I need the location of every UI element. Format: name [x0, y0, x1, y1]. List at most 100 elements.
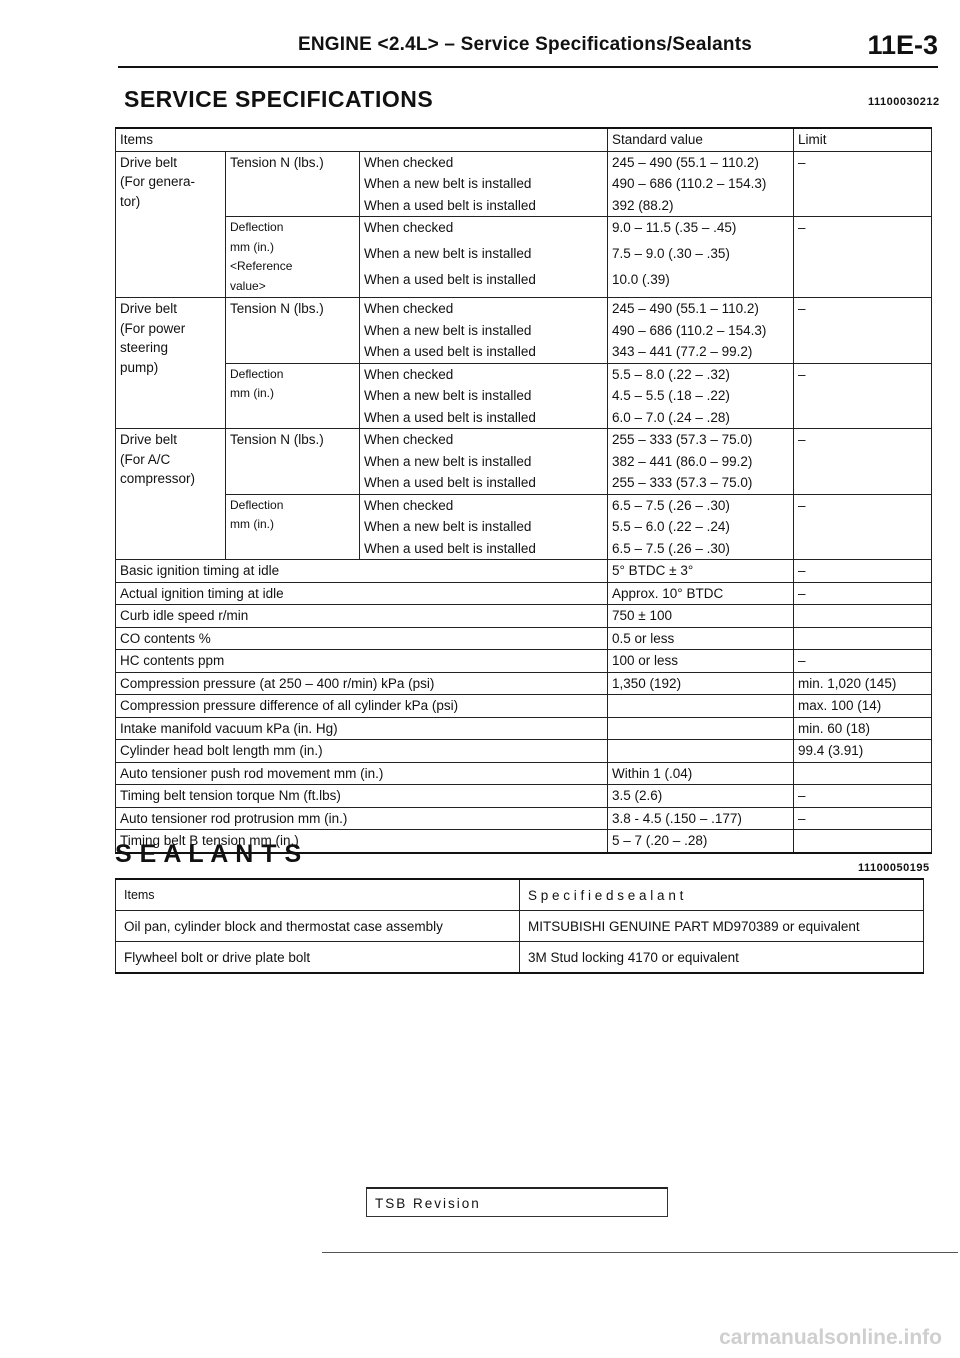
limit-value [793, 242, 933, 269]
spec-row: Auto tensioner rod protrusion mm (in.)3.… [114, 807, 933, 830]
condition: When checked [358, 428, 609, 451]
condition: When checked [358, 494, 609, 516]
limit-value: – [793, 494, 933, 516]
group-label-line: tor) [120, 193, 141, 209]
limit-value [793, 194, 933, 217]
condition: When a used belt is installed [358, 194, 609, 217]
spec-item: Auto tensioner push rod movement mm (in.… [114, 762, 609, 785]
condition [358, 294, 609, 299]
standard-value [607, 717, 795, 740]
condition: When a used belt is installed [358, 472, 609, 495]
spec-item: CO contents % [114, 627, 609, 650]
limit-value [793, 516, 933, 538]
standard-value: 10.0 (.39) [607, 268, 795, 295]
condition: When checked [358, 151, 609, 173]
condition: When a new belt is installed [358, 516, 609, 538]
col-limit: Limit [793, 127, 933, 152]
standard-value: 245 – 490 (55.1 – 110.2) [607, 151, 795, 173]
limit-value: min. 1,020 (145) [793, 672, 933, 695]
limit-value: – [793, 428, 933, 451]
condition: When a used belt is installed [358, 268, 609, 295]
sealant-item: Flywheel bolt or drive plate bolt [115, 941, 520, 974]
sealant-spec: MITSUBISHI GENUINE PART MD970389 or equi… [519, 910, 924, 942]
standard-value: 3.5 (2.6) [607, 784, 795, 808]
standard-value [607, 694, 795, 718]
limit-value [793, 268, 933, 295]
limit-value [793, 385, 933, 407]
condition: When checked [358, 363, 609, 385]
sealant-spec: 3M Stud locking 4170 or equivalent [519, 941, 924, 974]
param-label-line: Tension N (lbs.) [230, 154, 324, 170]
condition: When a used belt is installed [358, 537, 609, 560]
standard-value: 255 – 333 (57.3 – 75.0) [607, 428, 795, 451]
sealants-doc-code: 11100050195 [858, 862, 930, 874]
spec-item: Basic ignition timing at idle [114, 559, 609, 583]
spec-row: Intake manifold vacuum kPa (in. Hg)min. … [114, 717, 933, 740]
sealants-title: S E A L A N T S [115, 840, 302, 868]
group-label-line: steering [120, 340, 169, 355]
limit-value: – [793, 297, 933, 320]
spec-item: Compression pressure (at 250 – 400 r/min… [114, 672, 609, 695]
param-label-line: Deflection [230, 366, 284, 381]
sealants-header-row: Items S p e c i f i e d s e a l a n t [115, 878, 924, 911]
sealant-row: Oil pan, cylinder block and thermostat c… [115, 910, 924, 942]
limit-value [793, 294, 933, 299]
group-label-line: (For power [120, 320, 186, 336]
standard-value: 4.5 – 5.5 (.18 – .22) [607, 385, 795, 407]
watermark: carmanualsonline.info [719, 1326, 942, 1349]
param-label: Tension N (lbs.) [225, 151, 360, 217]
standard-value: 100 or less [607, 649, 795, 673]
spec-row: Drive belt(For genera-tor)Tension N (lbs… [115, 151, 933, 298]
group-label-line: pump) [120, 359, 159, 375]
condition: When a new belt is installed [358, 385, 609, 407]
limit-value [793, 319, 933, 341]
standard-value [607, 739, 795, 763]
param-label-line: mm (in.) [230, 239, 274, 254]
spec-row: Compression pressure (at 250 – 400 r/min… [114, 672, 933, 695]
limit-value [793, 627, 933, 650]
spec-item: Cylinder head bolt length mm (in.) [114, 739, 609, 763]
spec-item: Actual ignition timing at idle [114, 582, 609, 605]
group-label-line: (For A/C [120, 451, 171, 467]
limit-value: – [793, 807, 933, 830]
condition: When a used belt is installed [358, 341, 609, 364]
condition: When a new belt is installed [358, 242, 609, 269]
spec-item: HC contents ppm [114, 649, 609, 673]
specifications-doc-code: 11100030212 [868, 96, 940, 108]
standard-value: 382 – 441 (86.0 – 99.2) [607, 450, 795, 472]
sealants-table: Items S p e c i f i e d s e a l a n t Oi… [115, 878, 924, 974]
sealants-col-sealant: S p e c i f i e d s e a l a n t [519, 878, 924, 911]
param-label-line: mm (in.) [230, 386, 274, 400]
standard-value: 5.5 – 8.0 (.22 – .32) [607, 363, 795, 385]
group-label-line: Drive belt [120, 432, 178, 447]
standard-value: Approx. 10° BTDC [607, 582, 795, 605]
standard-value: 392 (88.2) [607, 194, 795, 217]
group-label: Drive belt(For genera-tor) [115, 151, 226, 298]
col-items: Items [114, 127, 609, 152]
spec-item: Timing belt B tension mm (in.) [114, 829, 609, 854]
condition: When checked [358, 297, 609, 320]
group-label-line: Drive belt [120, 154, 178, 170]
limit-value: – [793, 582, 933, 605]
condition: When checked [358, 216, 609, 243]
limit-value: – [793, 216, 933, 243]
param-label-line: mm (in.) [230, 517, 274, 531]
footer-rule [322, 1252, 958, 1253]
page-title: ENGINE <2.4L> – Service Specifications/S… [298, 34, 752, 55]
spec-row: Auto tensioner push rod movement mm (in.… [114, 762, 933, 785]
